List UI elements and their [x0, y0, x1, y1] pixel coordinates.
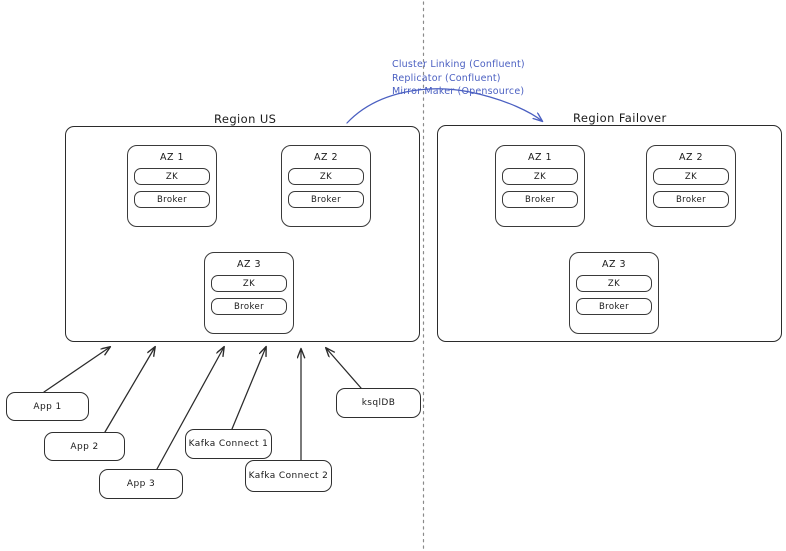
client-label: App 2	[70, 441, 99, 452]
zk-node[interactable]: ZK	[502, 168, 578, 185]
client-label: Kafka Connect 2	[248, 471, 329, 481]
client-kafka-connect-1[interactable]: Kafka Connect 1	[185, 429, 272, 459]
region-failover-box[interactable]: AZ 1 ZK Broker AZ 2 ZK Broker AZ 3 ZK Br…	[437, 125, 782, 342]
az-label: AZ 2	[678, 152, 704, 163]
client-ksqldb[interactable]: ksqlDB	[336, 388, 421, 418]
broker-node[interactable]: Broker	[134, 191, 210, 208]
region-failover-az-1[interactable]: AZ 1 ZK Broker	[495, 145, 585, 227]
replication-note: Cluster Linking (Confluent) Replicator (…	[392, 58, 525, 99]
az-label: AZ 3	[601, 259, 627, 270]
az-label: AZ 3	[236, 259, 262, 270]
client-app-1[interactable]: App 1	[6, 392, 89, 421]
arrow-ksqldb-to-region-us	[326, 348, 362, 389]
az-label: AZ 1	[159, 152, 185, 163]
client-label: ksqlDB	[361, 398, 396, 408]
arrow-app-1-to-region-us	[43, 347, 110, 393]
arrow-app-2-to-region-us	[104, 347, 155, 433]
region-failover-title: Region Failover	[573, 111, 667, 125]
broker-node[interactable]: Broker	[288, 191, 364, 208]
client-label: App 1	[33, 401, 62, 412]
zk-node[interactable]: ZK	[653, 168, 729, 185]
replication-note-line-2: Replicator (Confluent)	[392, 72, 501, 84]
zk-node[interactable]: ZK	[576, 275, 652, 292]
az-label: AZ 1	[527, 152, 553, 163]
client-label: Kafka Connect 1	[188, 439, 269, 449]
broker-node[interactable]: Broker	[211, 298, 287, 315]
broker-node[interactable]: Broker	[653, 191, 729, 208]
replication-note-line-3: Mirror Maker (Opensource)	[392, 86, 525, 97]
arrow-kafka-connect-1-to-region-us	[231, 347, 266, 430]
region-failover-az-2[interactable]: AZ 2 ZK Broker	[646, 145, 736, 227]
zk-node[interactable]: ZK	[288, 168, 364, 185]
client-label: App 3	[126, 479, 156, 489]
region-us-az-2[interactable]: AZ 2 ZK Broker	[281, 145, 371, 227]
broker-node[interactable]: Broker	[502, 191, 578, 208]
broker-node[interactable]: Broker	[576, 298, 652, 315]
replication-note-line-1: Cluster Linking (Confluent)	[392, 59, 525, 70]
region-us-title: Region US	[214, 112, 277, 126]
region-us-box[interactable]: AZ 1 ZK Broker AZ 2 ZK Broker AZ 3 ZK Br…	[65, 126, 420, 342]
region-failover-az-3[interactable]: AZ 3 ZK Broker	[569, 252, 659, 334]
zk-node[interactable]: ZK	[211, 275, 287, 292]
client-app-2[interactable]: App 2	[44, 432, 125, 461]
client-app-3[interactable]: App 3	[99, 469, 183, 499]
client-kafka-connect-2[interactable]: Kafka Connect 2	[245, 460, 332, 492]
az-label: AZ 2	[313, 152, 339, 163]
zk-node[interactable]: ZK	[134, 168, 210, 185]
region-us-az-3[interactable]: AZ 3 ZK Broker	[204, 252, 294, 334]
region-us-az-1[interactable]: AZ 1 ZK Broker	[127, 145, 217, 227]
